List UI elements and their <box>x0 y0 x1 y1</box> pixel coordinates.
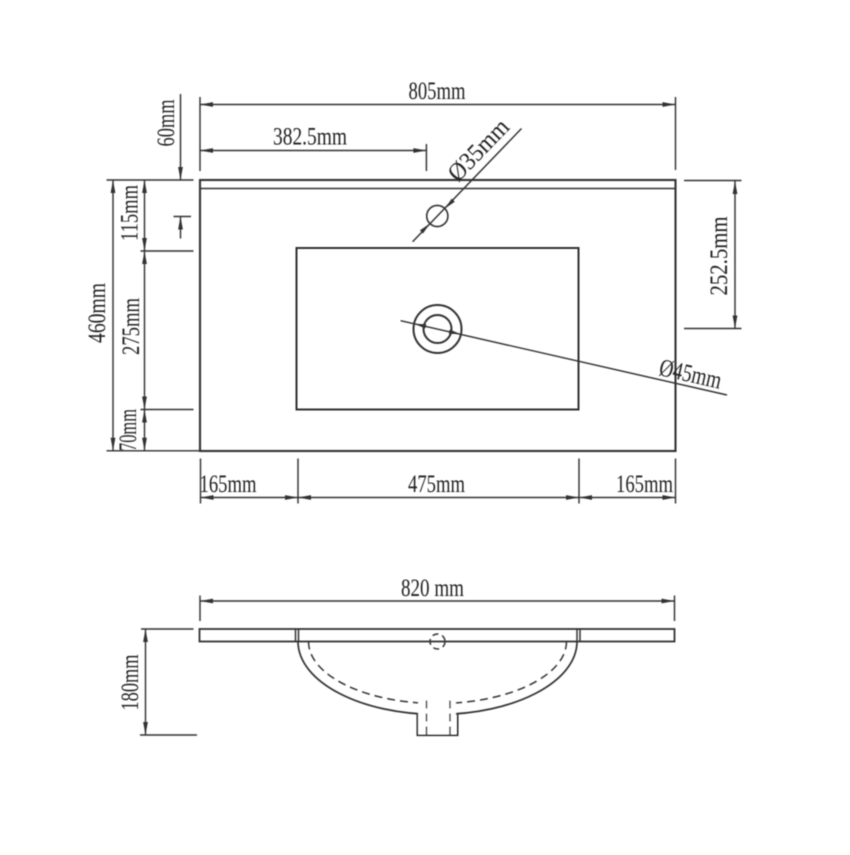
svg-text:252.5mm: 252.5mm <box>706 216 733 295</box>
svg-text:180mm: 180mm <box>117 654 144 710</box>
svg-text:475mm: 475mm <box>408 471 465 498</box>
svg-text:115mm: 115mm <box>117 185 144 241</box>
svg-text:60mm: 60mm <box>153 99 180 146</box>
svg-text:70mm: 70mm <box>115 409 142 451</box>
svg-text:275mm: 275mm <box>118 298 145 355</box>
svg-text:382.5mm: 382.5mm <box>273 124 347 151</box>
svg-text:805mm: 805mm <box>409 78 466 105</box>
svg-text:165mm: 165mm <box>616 471 673 498</box>
svg-text:165mm: 165mm <box>200 471 257 498</box>
svg-text:820 mm: 820 mm <box>401 575 464 602</box>
svg-text:460mm: 460mm <box>84 283 111 343</box>
